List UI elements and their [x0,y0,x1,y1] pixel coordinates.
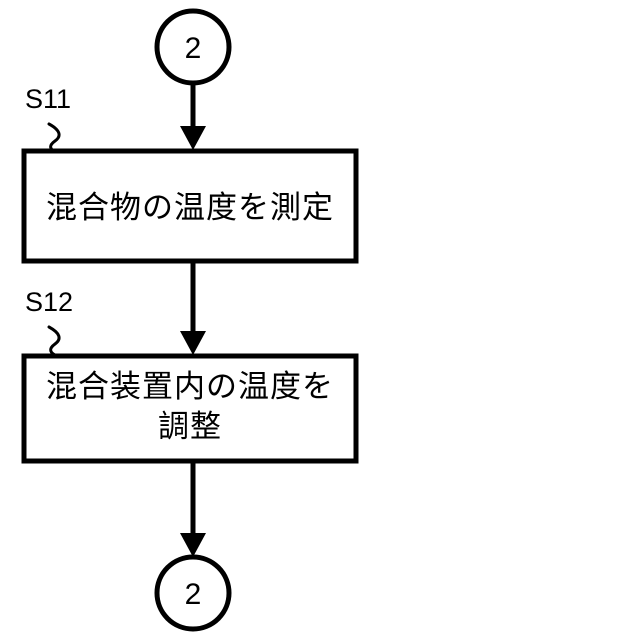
step1-text-line-1: 混合物の温度を測定 [46,190,334,226]
step1-box [21,148,359,264]
arrow-step2-to-connector [180,461,206,557]
step2-text-line-2: 調整 [158,409,222,445]
step2-leader-squiggle [47,325,61,358]
step1-tag-label: S11 [25,84,71,114]
step2-box-group[interactable]: 混合装置内の温度を 調整 [21,353,359,464]
connector-top[interactable]: 2 [154,8,232,86]
step2-text-line-1: 混合装置内の温度を [46,369,334,405]
connector-bottom[interactable]: 2 [154,554,232,632]
connector-bottom-label: 2 [185,578,202,611]
step1-box-group[interactable]: 混合物の温度を測定 [21,148,359,264]
step2-tag-group: S12 [25,287,73,358]
step2-tag-label: S12 [25,287,73,317]
step1-tag-group: S11 [25,84,71,154]
arrow-head [180,126,206,150]
arrow-head [180,533,206,557]
connector-bottom-circle [154,554,232,632]
step1-leader-squiggle [47,122,61,154]
arrow-connector-to-step1 [180,83,206,150]
connector-top-label: 2 [185,32,202,65]
arrow-head [180,331,206,355]
arrow-step1-to-step2 [180,261,206,355]
step2-box [21,353,359,464]
